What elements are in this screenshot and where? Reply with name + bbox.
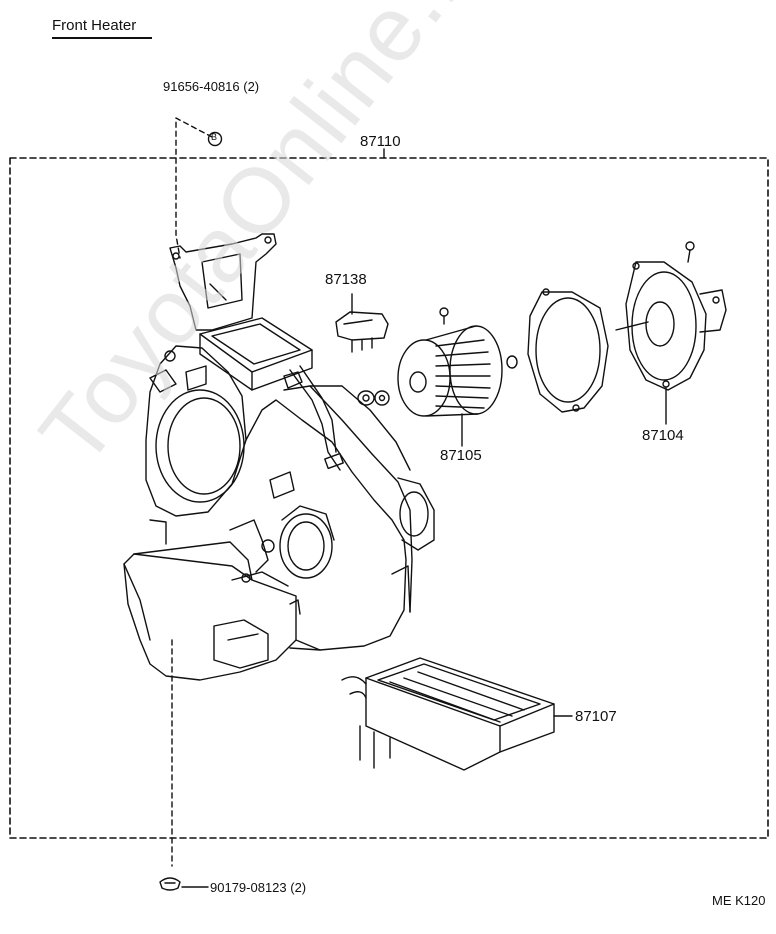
- blower-motor-drawing: [615, 241, 727, 425]
- part-label-clip-top[interactable]: 91656-40816 (2): [163, 79, 260, 94]
- clip-marker-letter: B: [211, 132, 218, 142]
- part-label-resistor[interactable]: 87138: [325, 271, 367, 288]
- figure-code: ME K120: [712, 893, 766, 908]
- part-label-heater-unit[interactable]: 87110: [360, 133, 401, 150]
- clip-bottom-icon: [159, 877, 181, 891]
- resistor-drawing: [335, 293, 389, 353]
- heater-unit-drawing: [123, 233, 435, 681]
- part-label-blower-motor[interactable]: 87104: [642, 427, 684, 444]
- clip-marker-icon: [207, 131, 223, 147]
- fan-drawing: [397, 307, 518, 447]
- assembly-boundary: [9, 157, 769, 839]
- radiator-drawing: [341, 657, 573, 771]
- part-label-fan[interactable]: 87105: [440, 447, 482, 464]
- gasket-drawing: [527, 288, 609, 413]
- part-label-clip-bottom[interactable]: 90179-08123 (2): [210, 880, 307, 895]
- diagram-title: Front Heater: [52, 17, 137, 34]
- bushing-drawing: [357, 390, 390, 406]
- clip-top-leader: [175, 117, 213, 259]
- title-underline: [52, 37, 152, 39]
- part-label-radiator[interactable]: 87107: [575, 708, 617, 725]
